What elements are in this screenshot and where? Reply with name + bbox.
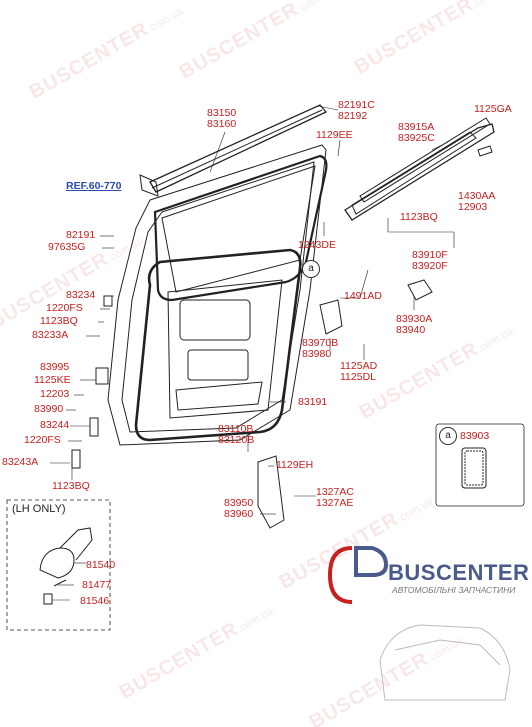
callout-a-inset: a — [439, 427, 457, 445]
part-number: 83980 — [302, 348, 332, 360]
part-label-p1491ad: 1491AD — [344, 291, 382, 302]
part-label-p1220fs_b: 1220FS — [24, 435, 61, 446]
part-number: 83940 — [396, 324, 426, 336]
part-label-p83234: 83234 — [66, 290, 95, 301]
part-label-p1125ga: 1125GA — [474, 104, 512, 115]
part-number: 83910F — [412, 249, 448, 261]
part-number: 1125KE — [34, 374, 71, 386]
part-label-p82191: 82191 — [66, 230, 95, 241]
part-label-p1123bq_b: 1123BQ — [52, 481, 90, 492]
part-number: 83191 — [298, 396, 328, 408]
part-number: 83970B — [302, 337, 339, 349]
part-number: 1243DE — [298, 239, 336, 251]
part-number: 1129EE — [316, 129, 353, 141]
part-label-p83243a: 83243A — [2, 457, 38, 468]
part-number: 1125AD — [340, 360, 378, 372]
part-label-p83233a: 83233A — [32, 330, 68, 341]
part-label-p1243de: 1243DE — [298, 240, 336, 251]
part-number: 83920F — [412, 260, 448, 272]
part-number: 1123BQ — [52, 480, 90, 492]
part-label-p83191: 83191 — [298, 397, 327, 408]
callout-a: a — [302, 260, 320, 278]
part-number: 1220FS — [24, 434, 61, 446]
part-number: 1220FS — [46, 302, 83, 314]
part-label-p1123bq_a: 1123BQ — [40, 316, 78, 327]
center-hinge — [319, 299, 343, 335]
inset-part-number: 83903 — [460, 430, 490, 442]
part-number: 83925C — [398, 132, 435, 144]
part-label-p97635g: 97635G — [48, 242, 85, 253]
part-number: 83950 — [224, 497, 254, 509]
door-inner-frame — [121, 161, 315, 433]
part-number: 83120B — [218, 434, 255, 446]
part-number: 83233A — [32, 329, 69, 341]
part-number: 1327AC — [316, 486, 354, 498]
part-label-p83995: 83995 — [40, 362, 69, 373]
logo-tagline: АВТОМОБІЛЬНІ ЗАПЧАСТИНИ — [392, 585, 516, 595]
roller — [407, 279, 433, 301]
part-number: 81540 — [86, 559, 116, 571]
part-number: 83990 — [34, 403, 64, 415]
door-weatherstrip — [134, 248, 302, 442]
part-number: 81477 — [82, 579, 112, 591]
part-label-p81546: 81546 — [80, 596, 109, 607]
part-number: 83960 — [224, 508, 254, 520]
part-label-p12203: 12203 — [40, 389, 69, 400]
part-label-p83990: 83990 — [34, 404, 63, 415]
part-label-p1220fs_a: 1220FS — [46, 303, 83, 314]
ref-link[interactable]: REF.60-770 — [66, 180, 122, 192]
logo-brand: BUSCENTER — [388, 560, 530, 585]
upper-rail — [149, 104, 328, 193]
part-number: 81546 — [80, 595, 110, 607]
part-number: 83150 — [207, 107, 237, 119]
part-number: 1125DL — [340, 371, 377, 383]
part-number: 12203 — [40, 388, 70, 400]
lower-bracket — [257, 455, 285, 529]
part-number: 83995 — [40, 361, 70, 373]
part-number: 83915A — [398, 121, 435, 133]
part-number: 82191 — [66, 229, 96, 241]
part-number: 83234 — [66, 289, 96, 301]
part-label-p81540: 81540 — [86, 560, 115, 571]
part-label-p83244: 83244 — [40, 420, 69, 431]
part-number: 83160 — [207, 118, 237, 130]
rail-assembly — [344, 123, 495, 221]
part-number: 1491AD — [344, 290, 382, 302]
part-label-p1125ke: 1125KE — [34, 375, 71, 386]
part-label-p1129ee: 1129EE — [316, 130, 353, 141]
part-label-p1123bq_top: 1123BQ — [400, 212, 438, 223]
part-number: 12903 — [458, 201, 488, 213]
part-number: 1125GA — [474, 103, 512, 115]
part-number: 1123BQ — [400, 211, 438, 223]
part-number: 83110B — [218, 423, 254, 435]
part-number: 83244 — [40, 419, 70, 431]
part-number: 97635G — [48, 241, 86, 253]
window-weatherstrip — [153, 154, 328, 302]
part-label-p1129eh: 1129EH — [276, 460, 313, 471]
part-number: 83930A — [396, 313, 433, 325]
door-outer-panel — [107, 144, 327, 446]
part-number: 1129EH — [276, 459, 314, 471]
lh-only-label: (LH ONLY) — [12, 503, 66, 515]
part-number: 82192 — [338, 110, 368, 122]
part-number: 1430AA — [458, 190, 496, 202]
part-number: 82191C — [338, 99, 375, 111]
part-number: 1123BQ — [40, 315, 78, 327]
part-number: 1327AE — [316, 497, 354, 509]
part-number: 83243A — [2, 456, 39, 468]
part-label-p81477: 81477 — [82, 580, 111, 591]
